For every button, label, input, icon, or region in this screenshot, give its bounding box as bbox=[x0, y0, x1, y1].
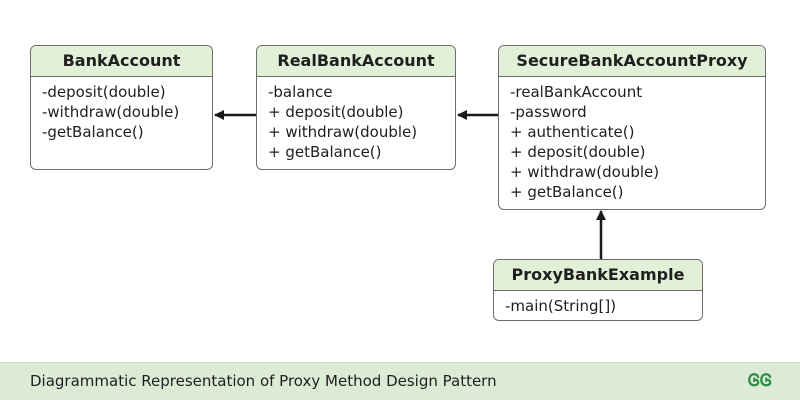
member-item: -balance bbox=[268, 83, 333, 101]
secure-proxy-class-title: SecureBankAccountProxy bbox=[499, 46, 765, 77]
member-item: + authenticate() bbox=[510, 123, 635, 141]
member-item: -deposit(double) bbox=[42, 83, 166, 101]
real-bank-account-members: -balance + deposit(double) + withdraw(do… bbox=[257, 77, 455, 162]
footer-caption: Diagrammatic Representation of Proxy Met… bbox=[30, 372, 497, 390]
member-item: -password bbox=[510, 103, 587, 121]
member-item: + deposit(double) bbox=[268, 103, 404, 121]
member-item: + withdraw(double) bbox=[268, 123, 418, 141]
member-item: -getBalance() bbox=[42, 123, 144, 141]
real-bank-account-class-box: RealBankAccount -balance + deposit(doubl… bbox=[256, 45, 456, 170]
member-item: + getBalance() bbox=[268, 143, 382, 161]
gfg-logo-icon[interactable]: ᎶᎶ bbox=[748, 371, 772, 391]
bank-account-class-box: BankAccount -deposit(double) -withdraw(d… bbox=[30, 45, 213, 170]
bank-account-class-title: BankAccount bbox=[31, 46, 212, 77]
footer-bar: Diagrammatic Representation of Proxy Met… bbox=[0, 362, 800, 400]
proxy-example-class-box: ProxyBankExample -main(String[]) bbox=[493, 259, 703, 321]
secure-proxy-members: -realBankAccount -password + authenticat… bbox=[499, 77, 765, 202]
member-item: -realBankAccount bbox=[510, 83, 643, 101]
member-item: + getBalance() bbox=[510, 183, 624, 201]
member-item: -main(String[]) bbox=[505, 297, 617, 315]
secure-proxy-class-box: SecureBankAccountProxy -realBankAccount … bbox=[498, 45, 766, 210]
member-item: + deposit(double) bbox=[510, 143, 646, 161]
member-item: + withdraw(double) bbox=[510, 163, 660, 181]
proxy-example-members: -main(String[]) bbox=[494, 291, 702, 316]
member-item: -withdraw(double) bbox=[42, 103, 180, 121]
proxy-example-class-title: ProxyBankExample bbox=[494, 260, 702, 291]
real-bank-account-class-title: RealBankAccount bbox=[257, 46, 455, 77]
bank-account-members: -deposit(double) -withdraw(double) -getB… bbox=[31, 77, 212, 142]
